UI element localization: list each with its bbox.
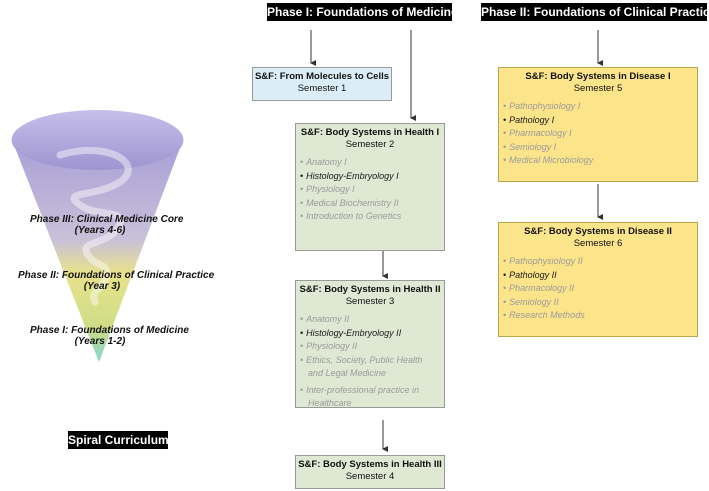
subject-item: •Physiology I <box>300 184 355 194</box>
cone-label-title: Phase II: Foundations of Clinical Practi… <box>18 270 215 281</box>
cone-body <box>12 140 183 362</box>
subject-item: •Anatomy I <box>300 157 347 167</box>
cone-label-phase3: Phase III: Clinical Medicine Core (Years… <box>30 214 184 236</box>
subject-list: •Pathophysiology II •Pathology II •Pharm… <box>499 255 697 323</box>
subject-item: •Physiology II <box>300 341 358 351</box>
subject-list: •Anatomy I •Histology-Embryology I •Phys… <box>296 156 444 224</box>
subject-item: •Pathophysiology II <box>503 256 583 266</box>
subject-list: •Anatomy II •Histology-Embryology II •Ph… <box>296 313 444 411</box>
spiral-decoration <box>56 147 132 306</box>
cone-label-title: Phase I: Foundations of Medicine <box>30 325 189 336</box>
header-phase2: Phase II: Foundations of Clinical Practi… <box>481 3 709 21</box>
cone-top <box>11 110 184 170</box>
module-semester-1: S&F: From Molecules to Cells Semester 1 <box>252 67 392 101</box>
module-semester-4: S&F: Body Systems in Health III Semester… <box>295 455 445 489</box>
module-semester: Semester 2 <box>345 139 395 150</box>
module-semester-2: S&F: Body Systems in Health I Semester 2… <box>295 123 445 251</box>
subject-item: •Anatomy II <box>300 314 350 324</box>
subject-item: •Medical Biochemistry II <box>300 197 399 208</box>
module-title: S&F: Body Systems in Disease I <box>525 71 671 82</box>
subject-item: •Research Methods <box>503 310 585 320</box>
module-semester: Semester 3 <box>345 296 395 307</box>
subject-item: •Semiology I <box>503 141 557 152</box>
subject-item: •Ethics, Society, Public Health <box>300 354 423 365</box>
subject-item: •Pharmacology I <box>503 128 572 138</box>
subject-item: •Pathology II <box>503 269 557 280</box>
subject-item: •Pharmacology II <box>503 283 575 293</box>
module-semester: Semester 6 <box>573 238 623 249</box>
module-semester-5: S&F: Body Systems in Disease I Semester … <box>498 67 698 182</box>
module-semester-3: S&F: Body Systems in Health II Semester … <box>295 280 445 408</box>
subject-item: •Medical Microbiology <box>503 155 594 165</box>
module-semester: Semester 1 <box>297 83 347 94</box>
subject-item: •Introduction to Genetics <box>300 211 402 221</box>
module-title: S&F: Body Systems in Disease II <box>524 226 672 237</box>
module-semester: Semester 5 <box>573 83 623 94</box>
subject-item: •Histology-Embryology I <box>300 170 399 181</box>
subject-item: •Histology-Embryology II <box>300 327 402 338</box>
module-title: S&F: Body Systems in Health II <box>299 284 441 295</box>
subject-item-continued: and Legal Medicine <box>308 368 387 378</box>
module-semester-6: S&F: Body Systems in Disease II Semester… <box>498 222 698 337</box>
subject-item-continued: Healthcare <box>308 398 352 408</box>
cone-label-phase2: Phase II: Foundations of Clinical Practi… <box>18 270 215 292</box>
module-title: S&F: From Molecules to Cells <box>254 71 390 82</box>
cone-label-phase1: Phase I: Foundations of Medicine (Years … <box>30 325 189 347</box>
cone-label-years: (Year 3) <box>83 281 121 292</box>
header-phase1: Phase I: Foundations of Medicine <box>267 3 458 21</box>
subject-item: •Inter-professional practice in <box>300 384 420 395</box>
subject-item: •Pathology I <box>503 114 555 125</box>
cone-label-years: (Years 1-2) <box>74 336 126 347</box>
module-semester: Semester 4 <box>345 471 395 482</box>
subject-item: •Pathophysiology I <box>503 101 581 111</box>
subject-item: •Semiology II <box>503 296 559 307</box>
spiral-curriculum-caption: Spiral Curriculum <box>68 431 169 449</box>
cone-label-years: (Years 4-6) <box>74 225 126 236</box>
spiral-cone <box>11 110 184 362</box>
subject-list: •Pathophysiology I •Pathology I •Pharmac… <box>499 100 697 168</box>
module-title: S&F: Body Systems in Health I <box>300 127 440 138</box>
module-title: S&F: Body Systems in Health III <box>298 459 442 470</box>
cone-label-title: Phase III: Clinical Medicine Core <box>30 214 184 225</box>
